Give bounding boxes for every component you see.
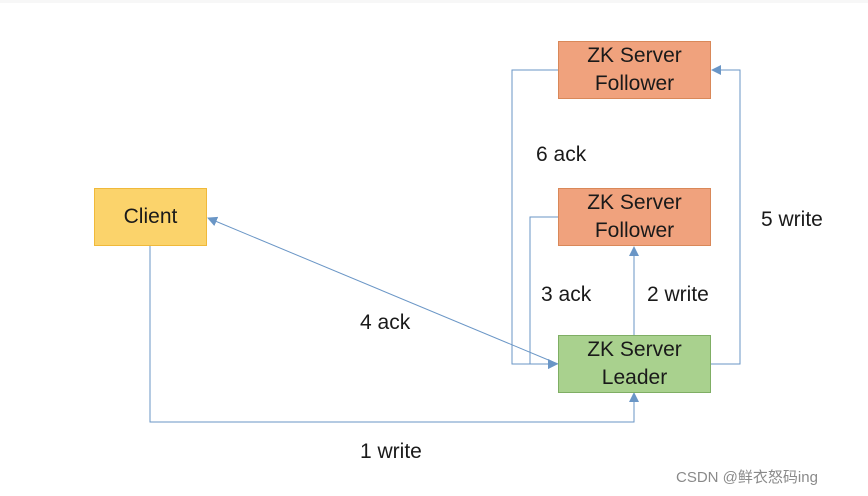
edge-label-6-ack: 6 ack	[536, 143, 587, 166]
edge-label-1-write: 1 write	[360, 440, 422, 463]
zk-server-follower-middle-node: ZK Server Follower	[558, 188, 711, 246]
edge-label-5-write: 5 write	[761, 208, 823, 231]
edge-label-3-ack: 3 ack	[541, 283, 592, 306]
edge-label-4-ack: 4 ack	[360, 311, 411, 334]
edge-4-ack	[207, 216, 559, 365]
edge-label-2-write: 2 write	[647, 283, 709, 306]
top-rule	[0, 0, 868, 3]
zk-server-leader-node: ZK Server Leader	[558, 335, 711, 393]
watermark: CSDN @鲜衣怒码ing	[676, 469, 818, 486]
zk-server-follower-top-node: ZK Server Follower	[558, 41, 711, 99]
edge-5-write	[711, 65, 741, 365]
edge-1-write	[149, 246, 639, 423]
client-node: Client	[94, 188, 207, 246]
edge-6-ack	[511, 69, 558, 369]
